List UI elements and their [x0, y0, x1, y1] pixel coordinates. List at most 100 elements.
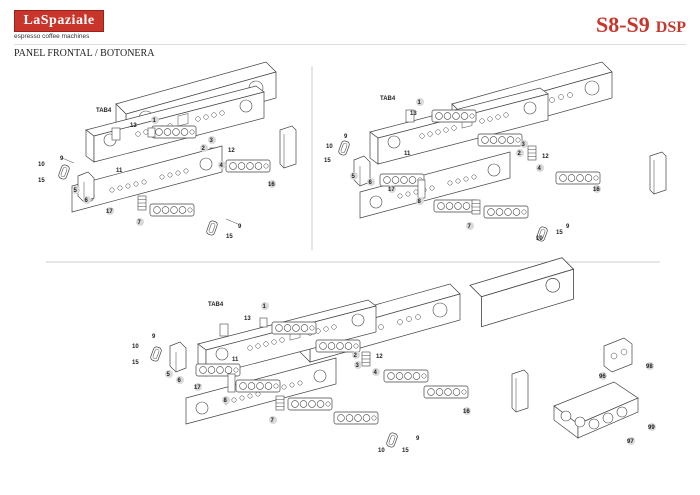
tab-piece — [405, 109, 415, 123]
lever-cap — [337, 139, 351, 157]
screw — [225, 218, 239, 225]
callout-label: 9 — [238, 224, 242, 230]
button-strip — [287, 397, 333, 411]
detail-bracket-98 — [603, 337, 633, 373]
callout-label: 16 — [268, 182, 275, 188]
button-strip — [423, 385, 469, 399]
keypad — [527, 145, 537, 161]
button-strip — [235, 379, 281, 393]
button-strip — [431, 109, 477, 123]
callout-group: 1 2 3 4 5 6 7 9 9 10 11 12 13 15 15 16 1… — [38, 116, 276, 240]
callout-label: 4 — [374, 370, 378, 376]
keypad — [275, 395, 285, 411]
callout-label: 1 — [153, 118, 157, 124]
callout-label: 13 — [244, 316, 251, 322]
side-clip — [649, 151, 667, 195]
callout-label: 15 — [226, 234, 233, 240]
button-strip — [225, 159, 271, 173]
button-strip — [149, 203, 195, 217]
button-strip — [379, 173, 425, 187]
callout-label: 13 — [410, 111, 417, 117]
callout-label: 11 — [116, 168, 123, 174]
callout-label: 10 — [326, 144, 333, 150]
callout-label: 10 — [378, 448, 385, 454]
tab4-label: TAB4 — [208, 302, 224, 308]
section-title: PANEL FRONTAL / BOTONERA — [14, 48, 155, 59]
small-cap — [259, 317, 268, 328]
callout-label: 17 — [194, 385, 201, 391]
callout-label: 6 — [178, 378, 182, 384]
tab4-label: TAB4 — [380, 96, 396, 102]
callout-label: 16 — [463, 409, 470, 415]
diagram-top-right: TAB4 1 2 3 4 5 6 7 8 9 9 10 10 11 12 13 … — [324, 61, 667, 243]
side-clip — [511, 369, 529, 413]
button-strip — [433, 199, 479, 213]
callout-label: 7 — [468, 224, 472, 230]
callout-label: 15 — [324, 158, 331, 164]
brand-logo: LaSpaziale — [14, 10, 104, 32]
callout-label: 96 — [599, 374, 606, 380]
callout-label: 9 — [60, 156, 64, 162]
callout-label: 15 — [132, 360, 139, 366]
callout-label: 11 — [232, 357, 239, 363]
lever-cap — [385, 431, 399, 449]
callout-label: 12 — [376, 354, 383, 360]
callout-label: 5 — [352, 174, 356, 180]
callout-label: 1 — [418, 100, 422, 106]
spacer-piece — [417, 179, 426, 199]
lever-cap — [57, 163, 71, 181]
model-sub: DSP — [655, 19, 686, 36]
screw — [61, 157, 75, 164]
callout-label: 11 — [404, 151, 411, 157]
callout-label: 97 — [627, 439, 634, 445]
small-cap — [147, 127, 156, 138]
callout-label: 8 — [224, 398, 228, 404]
callout-label: 5 — [167, 372, 171, 378]
callout-label: 17 — [388, 187, 395, 193]
lever-cap — [205, 219, 219, 237]
brand-tagline: espresso coffee machines — [14, 33, 90, 40]
callout-label: 15 — [402, 448, 409, 454]
callout-label: 98 — [646, 364, 653, 370]
model-main: S8-S9 — [595, 12, 650, 37]
button-strip — [315, 339, 361, 353]
callout-label: 3 — [356, 363, 360, 369]
callout-label: 9 — [152, 334, 156, 340]
callout-label: 12 — [228, 148, 235, 154]
callout-label: 4 — [220, 163, 224, 169]
callout-group: 1 2 3 4 5 6 7 8 9 9 10 10 11 12 13 15 15… — [132, 302, 656, 454]
tab4-label: TAB4 — [96, 108, 112, 114]
tab-piece — [111, 127, 121, 141]
callout-label: 13 — [130, 123, 137, 129]
button-strip — [333, 411, 379, 425]
diagram-top-left: TAB4 1 2 3 4 5 6 7 9 9 10 11 12 13 15 15… — [38, 61, 297, 240]
button-strip — [483, 205, 529, 219]
callout-group: 1 2 3 4 5 6 7 8 9 9 10 10 11 12 13 15 15… — [324, 98, 601, 242]
callout-label: 3 — [210, 138, 214, 144]
callout-label: 99 — [648, 425, 655, 431]
callout-label: 17 — [106, 209, 113, 215]
callout-label: 2 — [518, 151, 522, 157]
model-title: S8-S9 DSP — [596, 12, 686, 38]
lever-cap — [149, 345, 163, 363]
callout-label: 15 — [38, 178, 45, 184]
callout-label: 12 — [542, 154, 549, 160]
button-strip — [477, 133, 523, 147]
callout-label: 7 — [138, 220, 142, 226]
callout-label: 15 — [556, 230, 563, 236]
callout-label: 6 — [369, 180, 373, 186]
callout-label: 10 — [38, 162, 45, 168]
keypad — [471, 199, 481, 215]
header-divider — [14, 44, 686, 45]
callout-label: 2 — [354, 353, 358, 359]
callout-label: 4 — [538, 166, 542, 172]
brand-logo-text: LaSpaziale — [23, 13, 95, 28]
button-strip — [271, 321, 317, 335]
button-strip — [383, 369, 429, 383]
keypad — [361, 351, 371, 367]
callout-label: 10 — [132, 344, 139, 350]
diagram-bottom: TAB4 1 2 3 4 5 6 7 8 9 9 10 10 11 12 13 … — [132, 257, 656, 454]
callout-label: 9 — [344, 134, 348, 140]
spacer-piece — [227, 373, 236, 393]
